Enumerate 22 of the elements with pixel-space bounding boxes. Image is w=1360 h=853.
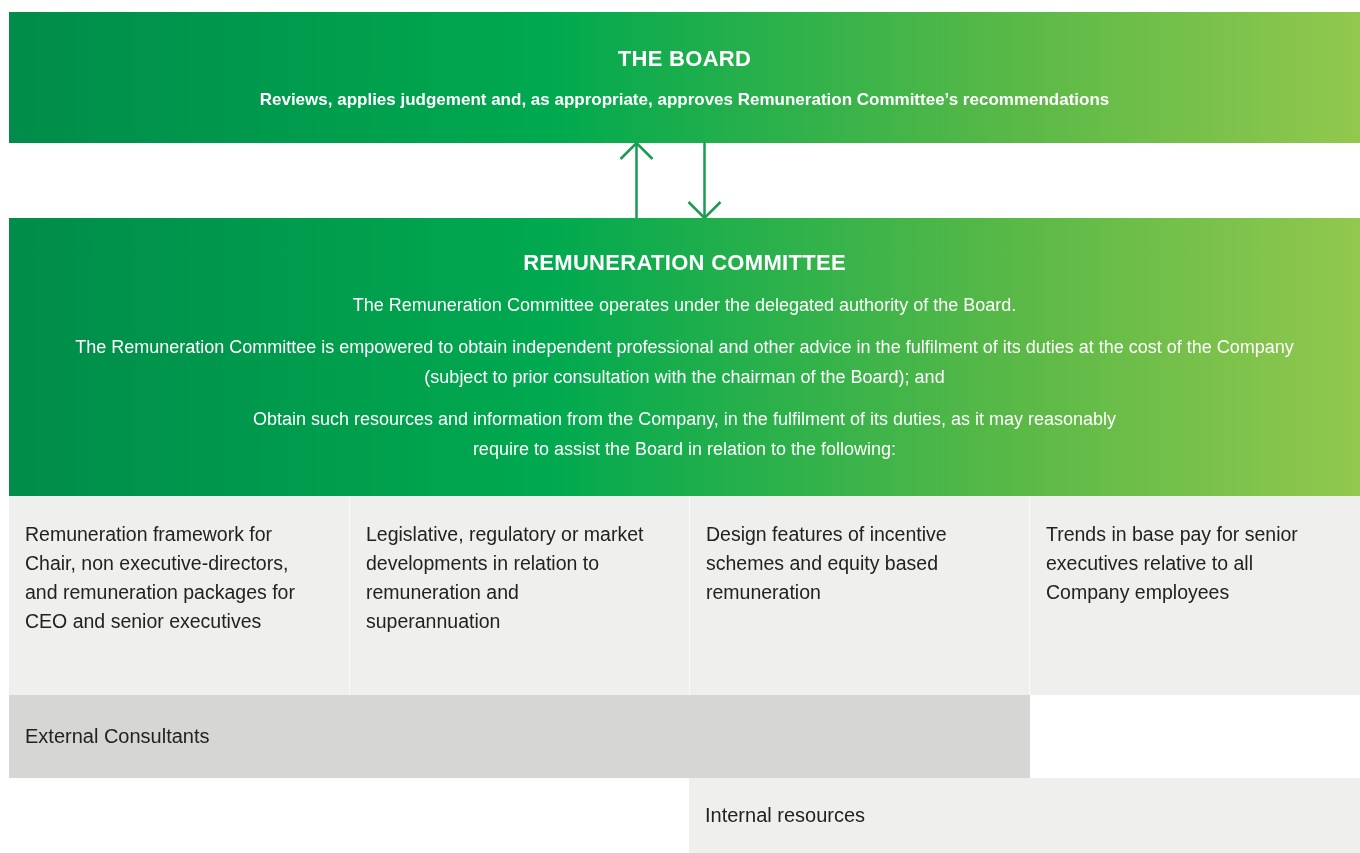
paragraph: The Remuneration Committee is empowered to obtain independent professional and other advice in the fulfilment of its duties at the cost of the Company (subject to prior consultation with the chairman of the Board); and	[74, 336, 1295, 389]
topic-box	[9, 496, 349, 695]
topic-box	[349, 496, 689, 695]
box-text: Remuneration framework for Chair, non executive-directors, and remuneration packages for CEO and senior executives	[25, 522, 296, 634]
description: Reviews, applies judgement and, as appropriate, approves Remuneration Committee’s recommendations	[259, 89, 1110, 110]
paragraph: The Remuneration Committee operates under the delegated authority of the Board.	[352, 294, 1017, 317]
heading: REMUNERATION COMMITTEE	[523, 250, 846, 276]
topic-box	[1029, 496, 1360, 695]
heading: THE BOARD	[617, 45, 752, 72]
box-text: Design features of incentive schemes and equity based remuneration	[706, 522, 948, 605]
header-band	[9, 218, 1360, 496]
paragraph: Obtain such resources and information from the Company, in the fulfilment of its duties, as it may reasonably require to assist the Board in relation to the following:	[251, 408, 1118, 461]
box-text: Trends in base pay for senior executives relative to all Company employees	[1046, 522, 1299, 605]
resource-bar	[9, 695, 1030, 778]
header-band	[9, 12, 1360, 143]
box-text: External Consultants	[25, 724, 210, 749]
arrow	[687, 143, 722, 220]
topic-box	[689, 496, 1029, 695]
arrow	[619, 141, 654, 218]
box-text: Legislative, regulatory or market developments in relation to remuneration and superannuation	[366, 522, 645, 634]
resource-bar	[689, 778, 1360, 853]
box-text: Internal resources	[705, 803, 866, 828]
